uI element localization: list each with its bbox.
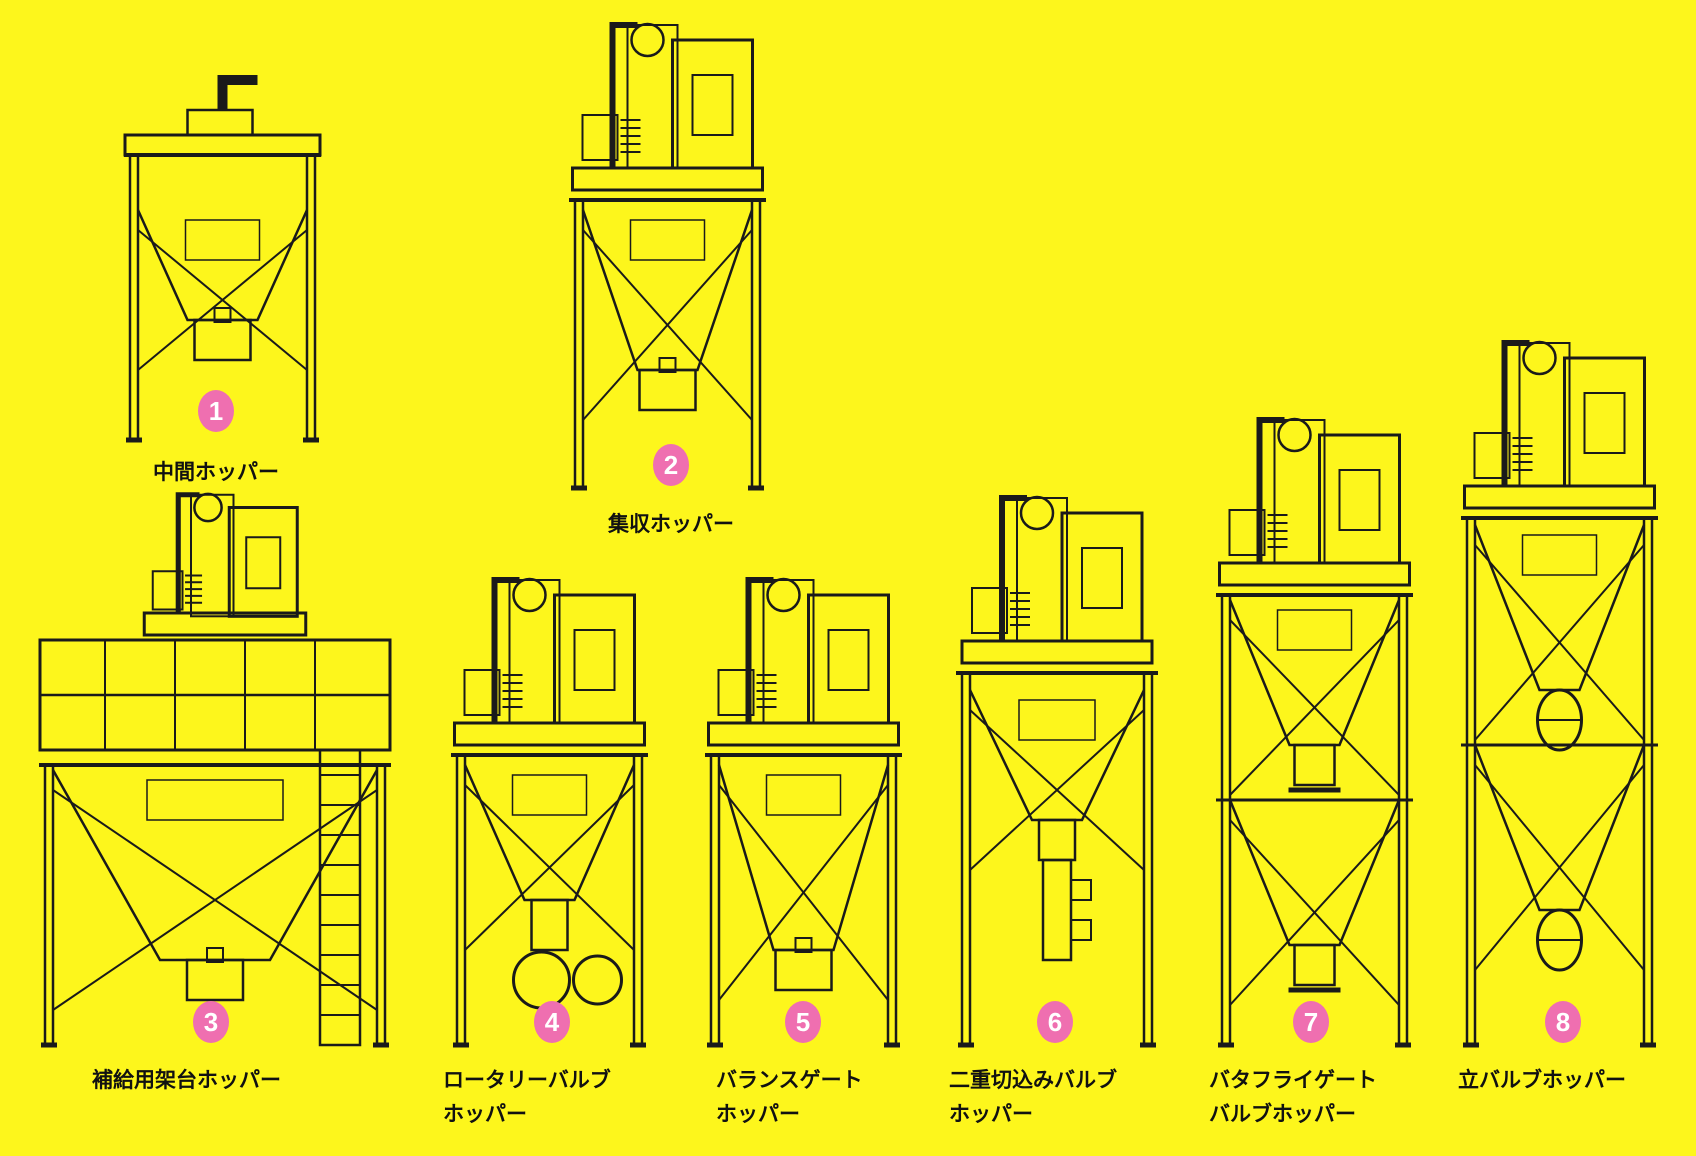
hopper-5 — [705, 577, 902, 1048]
label-6b: ホッパー — [949, 1102, 1033, 1126]
hopper-8 — [1461, 340, 1658, 1048]
hopper-1 — [123, 75, 322, 443]
label-7a: バタフライゲート — [1209, 1068, 1377, 1092]
hopper-4 — [451, 577, 648, 1048]
hopper-6 — [956, 495, 1158, 1048]
badge-2: 2 — [653, 444, 689, 486]
label-4b: ホッパー — [443, 1102, 527, 1126]
label-1: 中間ホッパー — [153, 460, 279, 484]
label-7b: バルブホッパー — [1209, 1102, 1356, 1126]
badge-8: 8 — [1545, 1001, 1581, 1043]
label-6a: 二重切込みバルブ — [949, 1068, 1117, 1092]
label-2: 集収ホッパー — [608, 512, 734, 536]
label-4a: ロータリーバルブ — [443, 1068, 611, 1092]
badge-4: 4 — [534, 1001, 570, 1043]
label-3: 補給用架台ホッパー — [92, 1068, 281, 1092]
label-8: 立バルブホッパー — [1458, 1068, 1626, 1092]
badge-5: 5 — [785, 1001, 821, 1043]
label-5a: バランスゲート — [716, 1068, 863, 1092]
badge-6: 6 — [1037, 1001, 1073, 1043]
hopper-2 — [569, 22, 766, 491]
badge-3: 3 — [193, 1001, 229, 1043]
label-5b: ホッパー — [716, 1102, 800, 1126]
badge-7: 7 — [1293, 1001, 1329, 1043]
hopper-7 — [1216, 417, 1413, 1048]
badge-1: 1 — [198, 390, 234, 432]
hopper-3 — [38, 492, 392, 1048]
